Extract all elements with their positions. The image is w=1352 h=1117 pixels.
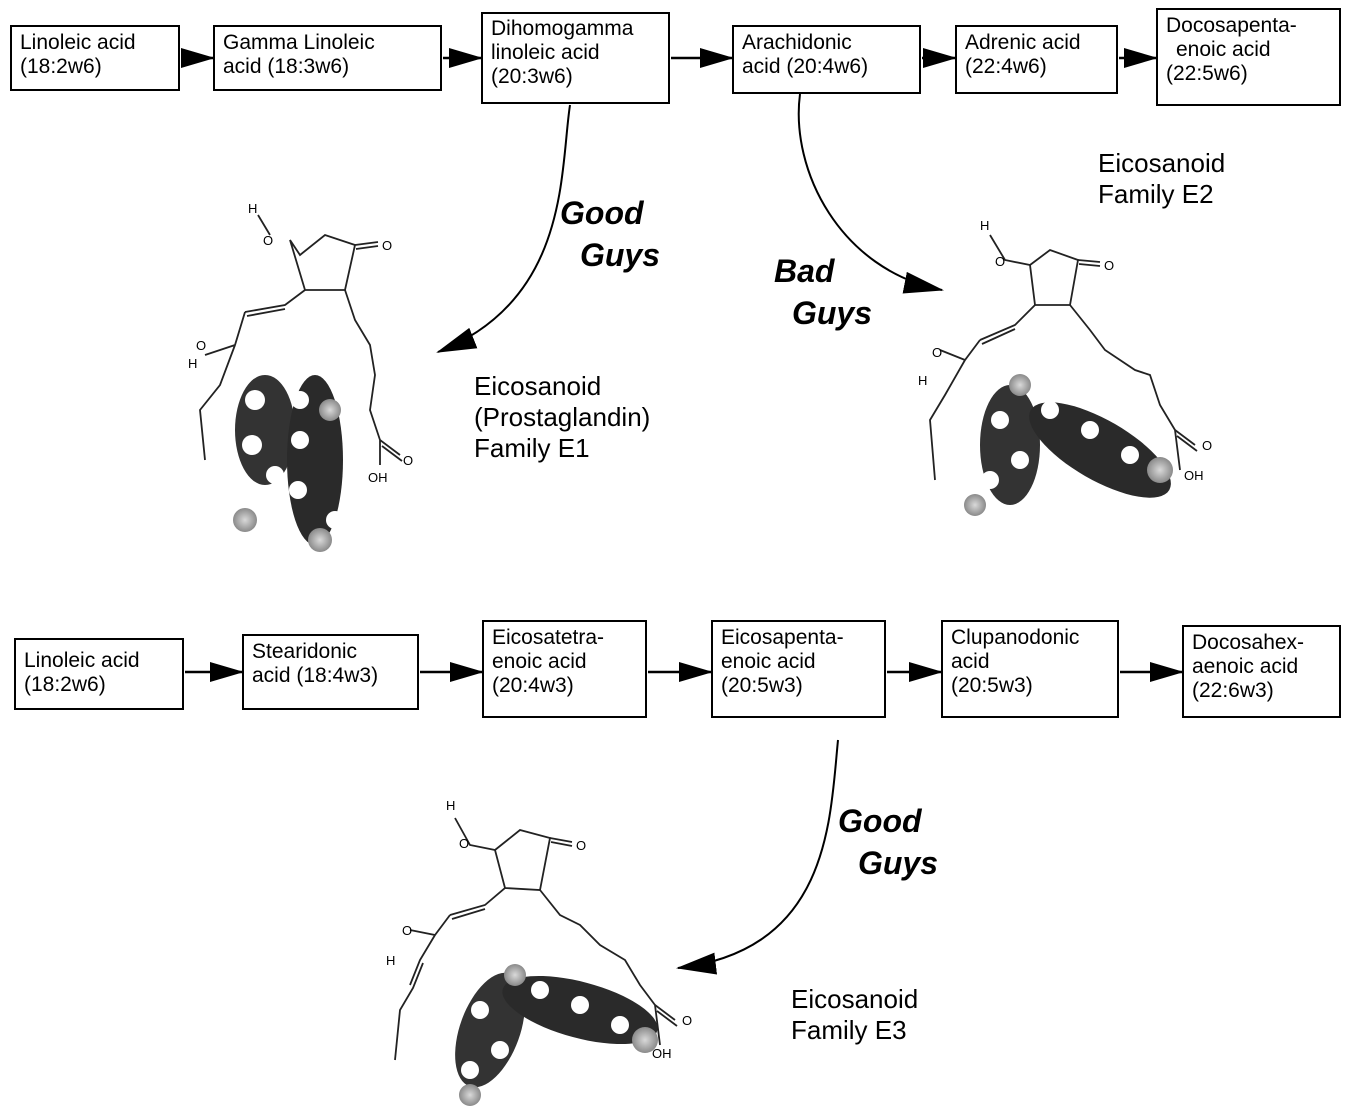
molecule-e2-drawing	[929, 234, 1198, 516]
box-line: (22:5w6)	[1166, 62, 1248, 85]
box-line: Eicosatetra-	[492, 626, 605, 649]
omega6-box-adrenic-acid: Adrenic acid (22:4w6)	[955, 25, 1118, 94]
atom-label: O	[995, 254, 1005, 269]
box-line: Linoleic acid	[20, 31, 136, 54]
label-line: Good	[838, 803, 922, 839]
molecule-e2-atom-labels: H O O O H O OH	[918, 218, 1212, 483]
family-e1-label: Eicosanoid (Prostaglandin) Family E1	[474, 371, 650, 464]
label-line: Family E3	[791, 1015, 907, 1045]
box-line: acid (18:4w3)	[252, 664, 379, 687]
label-line: Good	[560, 195, 644, 231]
atom-label: O	[402, 923, 412, 938]
omega6-box-gamma-linoleic-acid: Gamma Linoleic acid (18:3w6)	[213, 25, 442, 91]
box-line: acid	[951, 650, 990, 673]
family-e3-label: Eicosanoid Family E3	[791, 984, 918, 1046]
box-line: (22:4w6)	[965, 55, 1047, 78]
atom-label: O	[1202, 438, 1212, 453]
molecule-e3-drawing	[394, 817, 678, 1106]
atom-label: O	[196, 338, 206, 353]
omega3-box-eicosatetraenoic-acid: Eicosatetra- enoic acid (20:4w3)	[482, 620, 647, 718]
box-line: acid (18:3w6)	[223, 55, 350, 78]
box-line: Adrenic acid	[965, 31, 1081, 54]
label-line: Guys	[792, 295, 873, 331]
atom-label: H	[248, 201, 257, 216]
box-line: linoleic acid	[491, 41, 600, 64]
atom-label: O	[263, 233, 273, 248]
label-line: Bad	[774, 253, 835, 289]
box-line: (18:2w6)	[24, 673, 106, 696]
label-bad-guys-e2: Bad Guys	[774, 250, 872, 334]
atom-label: H	[188, 356, 197, 371]
box-line: Docosahex-	[1192, 631, 1305, 654]
omega6-box-linoleic-acid: Linoleic acid (18:2w6)	[10, 25, 180, 91]
atom-label: OH	[1184, 468, 1204, 483]
box-line: Linoleic acid	[24, 649, 140, 672]
omega3-box-docosahexaenoic-acid: Docosahex- aenoic acid (22:6w3)	[1182, 625, 1341, 718]
label-line: (Prostaglandin)	[474, 402, 651, 432]
atom-label: O	[1104, 258, 1114, 273]
box-line: enoic acid	[721, 650, 816, 673]
label-line: Family E2	[1098, 179, 1214, 209]
arrow-arachidonic-to-e2	[797, 93, 944, 294]
atom-label: H	[918, 373, 927, 388]
omega6-box-docosapentaenoic-acid: Docosapenta- enoic acid (22:5w6)	[1156, 8, 1341, 106]
atom-label: O	[459, 836, 469, 851]
atom-label: O	[403, 453, 413, 468]
label-line: Guys	[858, 845, 939, 881]
atom-label: H	[386, 953, 395, 968]
family-e2-label: Eicosanoid Family E2	[1098, 148, 1225, 210]
box-line: Dihomogamma	[491, 17, 634, 40]
atom-label: O	[576, 838, 586, 853]
box-line: (20:5w3)	[951, 674, 1033, 697]
label-line: Eicosanoid	[1098, 148, 1226, 178]
box-line: enoic acid	[1176, 38, 1271, 61]
label-line: Family E1	[474, 433, 590, 463]
molecule-e1-atom-labels: H O O O H O OH	[188, 201, 413, 485]
box-line: Clupanodonic	[951, 626, 1080, 649]
box-line: (20:4w3)	[492, 674, 574, 697]
omega3-box-eicosapentaenoic-acid: Eicosapenta- enoic acid (20:5w3)	[711, 620, 886, 718]
atom-label: O	[682, 1013, 692, 1028]
pathway-arrows	[436, 93, 944, 975]
omega3-box-linoleic-acid: Linoleic acid (18:2w6)	[14, 638, 184, 710]
label-line: Eicosanoid	[791, 984, 919, 1014]
label-good-guys-e1: Good Guys	[560, 192, 660, 276]
omega3-box-stearidonic-acid: Stearidonic acid (18:4w3)	[242, 634, 419, 710]
box-line: Eicosapenta-	[721, 626, 844, 649]
molecule-e3-atom-labels: H O O O H O OH	[386, 798, 692, 1061]
box-line: (20:5w3)	[721, 674, 803, 697]
box-line: enoic acid	[492, 650, 587, 673]
atom-label: O	[382, 238, 392, 253]
atom-label: H	[446, 798, 455, 813]
box-line: (22:6w3)	[1192, 679, 1274, 702]
box-line: aenoic acid	[1192, 655, 1299, 678]
atom-label: OH	[652, 1046, 672, 1061]
arrow-eicosapentaenoic-to-e3	[676, 739, 839, 975]
atom-label: H	[980, 218, 989, 233]
arrow-dihomogamma-to-e1	[436, 104, 571, 353]
box-line: Gamma Linoleic	[223, 31, 375, 54]
atom-label: O	[932, 345, 942, 360]
label-good-guys-e3: Good Guys	[838, 800, 938, 884]
box-line: Arachidonic	[742, 31, 852, 54]
molecule-e1-drawing	[199, 214, 403, 552]
box-line: Docosapenta-	[1166, 14, 1297, 37]
box-line: (20:3w6)	[491, 65, 573, 88]
label-line: Guys	[580, 237, 661, 273]
box-line: (18:2w6)	[20, 55, 102, 78]
box-line: Stearidonic	[252, 640, 358, 663]
label-line: Eicosanoid	[474, 371, 602, 401]
box-line: acid (20:4w6)	[742, 55, 869, 78]
atom-label: OH	[368, 470, 388, 485]
omega6-box-dihomogamma-linoleic-acid: Dihomogamma linoleic acid (20:3w6)	[481, 12, 670, 104]
